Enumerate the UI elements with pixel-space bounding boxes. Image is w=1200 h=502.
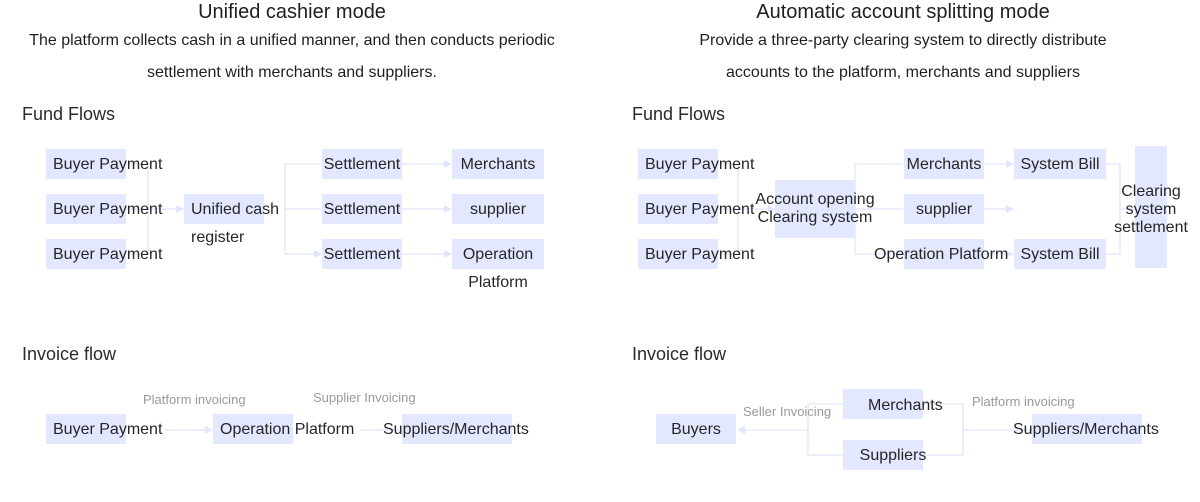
right-invoice-connector-merchants <box>737 403 843 434</box>
left-settlement-box-3 <box>322 239 402 269</box>
left-target-box-supplier <box>452 194 544 224</box>
right-target-label-supplier: supplier <box>915 201 973 218</box>
left-settlement-label-1: Settlement <box>323 156 401 173</box>
right-bill-label-2: System Bill <box>1020 246 1100 263</box>
right-invoice-suppliers-merchants-box <box>1032 414 1142 444</box>
right-platform-invoicing-caption: Platform invoicing <box>972 394 1075 409</box>
left-platform-invoicing-caption: Platform invoicing <box>143 392 246 407</box>
right-buyer-to-hub-connector <box>718 163 775 255</box>
right-clearing-label-line1: Clearing <box>1121 183 1181 200</box>
left-buyer-box-3 <box>46 239 126 269</box>
right-target-label-merchants: Merchants <box>906 156 982 173</box>
left-settlement-box-1 <box>322 149 402 179</box>
left-hub-label-line1: Unified cash <box>191 201 280 218</box>
left-invoice-platform-label: Operation Platform <box>220 421 355 438</box>
right-buyer-label-2: Buyer Payment <box>645 201 755 218</box>
right-hub-label-line2: Clearing system <box>757 209 873 226</box>
right-invoice-suppliers-box <box>843 440 923 470</box>
right-description-line2: accounts to the platform, merchants and … <box>726 64 1080 81</box>
right-clearing-box <box>1135 146 1167 268</box>
right-fund-flows-heading: Fund Flows <box>632 104 726 124</box>
right-target-box-merchants <box>904 149 984 179</box>
right-bill-box-2 <box>1014 239 1106 269</box>
left-invoice-suppliers-label: Suppliers/Merchants <box>383 421 529 438</box>
right-target-label-platform: Operation Platform <box>874 246 1009 263</box>
right-invoice-merchants-label: Merchants <box>868 397 943 414</box>
left-buyer-to-hub-connector <box>126 163 183 255</box>
right-title: Automatic account splitting mode <box>756 1 1050 23</box>
right-target-box-supplier <box>904 194 984 224</box>
left-target-label-supplier: supplier <box>469 201 527 218</box>
right-invoice-connector-source <box>923 403 1032 456</box>
left-invoice-buyer-box <box>46 414 126 444</box>
right-invoice-merchants-box <box>843 389 923 419</box>
right-buyer-label-1: Buyer Payment <box>645 156 755 173</box>
left-invoice-flow-heading: Invoice flow <box>22 344 117 364</box>
left-settlement-box-2 <box>322 194 402 224</box>
right-seller-invoicing-caption: Seller Invoicing <box>743 404 832 419</box>
left-hub-to-settlement-connector <box>284 163 321 254</box>
left-target-box-merchants <box>452 149 544 179</box>
left-hub-box <box>184 194 264 224</box>
left-description-line1: The platform collects cash in a unified … <box>29 32 555 49</box>
right-bill-box-1 <box>1014 149 1106 179</box>
right-bill-label-1: System Bill <box>1020 156 1100 173</box>
left-target-label-platform-line2: Platform <box>468 274 528 291</box>
left-target-label-merchants: Merchants <box>460 156 536 173</box>
right-target-box-platform <box>904 239 984 269</box>
left-description-line2: settlement with merchants and suppliers. <box>147 64 437 81</box>
right-invoice-buyers-label: Buyers <box>671 421 721 438</box>
left-supplier-invoicing-caption: Supplier Invoicing <box>313 390 416 405</box>
left-invoice-platform-box <box>213 414 293 444</box>
left-buyer-label-2: Buyer Payment <box>53 201 163 218</box>
left-settlement-label-3: Settlement <box>323 246 401 263</box>
right-clearing-label-line2: system <box>1125 201 1177 218</box>
right-bill-to-clearing-connector <box>1106 163 1134 255</box>
left-settlement-label-2: Settlement <box>323 201 401 218</box>
left-fund-flows-heading: Fund Flows <box>22 104 116 124</box>
left-buyer-label-1: Buyer Payment <box>53 156 163 173</box>
left-invoice-suppliers-box <box>402 414 512 444</box>
left-hub-label-line2: register <box>191 229 245 246</box>
left-buyer-box-2 <box>46 194 126 224</box>
right-hub-box <box>775 180 855 238</box>
right-buyer-box-3 <box>638 239 718 269</box>
right-invoice-connector-suppliers <box>807 430 843 456</box>
left-title: Unified cashier mode <box>198 1 386 23</box>
right-hub-label-line1: Account opening <box>755 191 875 208</box>
right-hub-to-target-connector <box>854 163 903 254</box>
right-invoice-buyers-box <box>656 414 736 444</box>
right-buyer-label-3: Buyer Payment <box>645 246 755 263</box>
right-clearing-label-line3: settlement <box>1114 219 1188 236</box>
left-invoice-buyer-label: Buyer Payment <box>53 421 163 438</box>
left-buyer-box-1 <box>46 149 126 179</box>
right-invoice-suppliers-merchants-label: Suppliers/Merchants <box>1013 421 1159 438</box>
right-invoice-flow-heading: Invoice flow <box>632 344 727 364</box>
left-target-box-platform <box>452 239 544 269</box>
right-buyer-box-1 <box>638 149 718 179</box>
right-invoice-suppliers-label: Suppliers <box>859 447 927 464</box>
right-description-line1: Provide a three-party clearing system to… <box>699 32 1107 49</box>
left-buyer-label-3: Buyer Payment <box>53 246 163 263</box>
left-target-label-platform: Operation <box>462 246 534 263</box>
right-buyer-box-2 <box>638 194 718 224</box>
